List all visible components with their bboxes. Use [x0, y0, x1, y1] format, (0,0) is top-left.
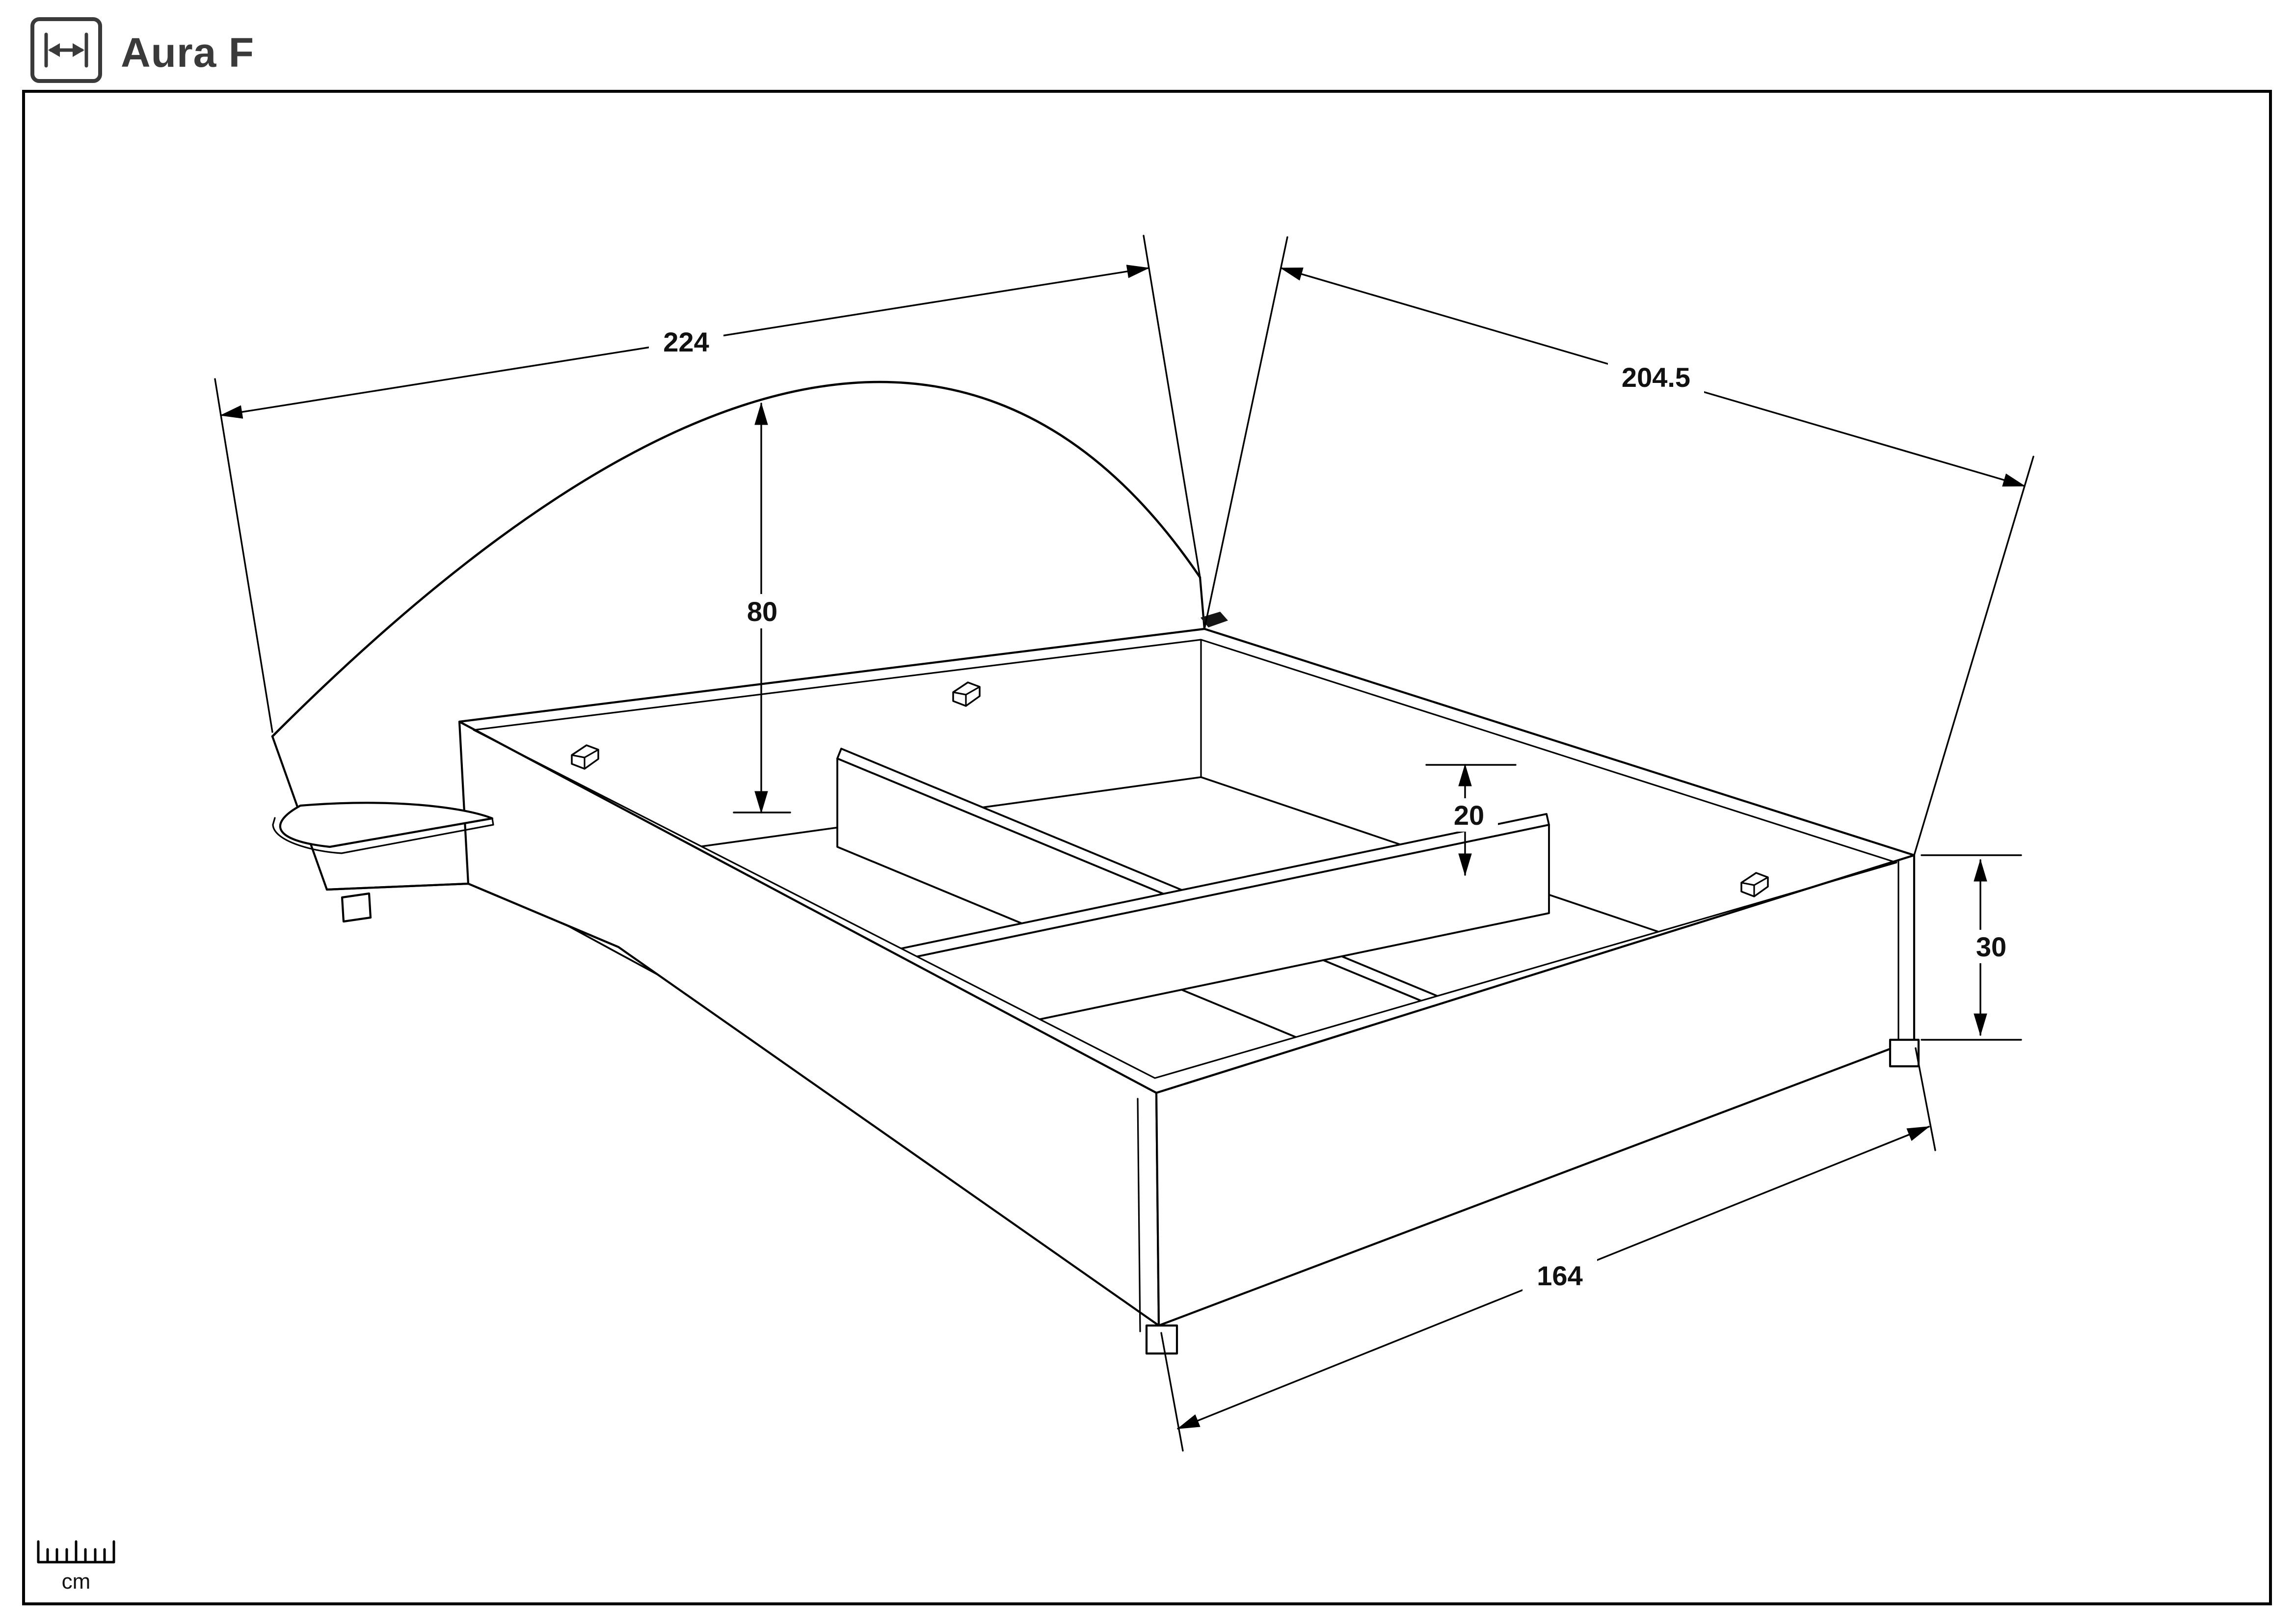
- dimension-annotations: 224 204.5 80 20 30: [214, 235, 2034, 1452]
- dimension-divider-height: 20: [1425, 763, 1517, 876]
- drawing-border: [22, 90, 2272, 1605]
- dim-label-20: 20: [1454, 800, 1484, 831]
- dim-label-204.5: 204.5: [1622, 362, 1690, 393]
- bed-frame-drawing: [271, 380, 1920, 1355]
- side-shelf: [272, 802, 494, 854]
- header: Aura F: [30, 17, 254, 83]
- unit-label: cm: [62, 1570, 91, 1594]
- product-title: Aura F: [121, 29, 254, 76]
- dim-label-30: 30: [1976, 931, 2006, 962]
- dimension-front-width: 164: [1160, 1047, 1936, 1452]
- foot-left: [341, 892, 372, 923]
- foot-right: [1889, 1038, 1920, 1068]
- dim-label-80: 80: [747, 596, 777, 627]
- width-dimension-icon: [30, 17, 102, 83]
- dim-label-164: 164: [1537, 1260, 1582, 1291]
- footer-scale: cm: [37, 1540, 115, 1594]
- dimension-headboard-width: 224: [214, 235, 1201, 733]
- scale-ruler-icon: [37, 1540, 115, 1564]
- dimension-headboard-height: 80: [733, 402, 791, 814]
- feet: [341, 892, 1920, 1355]
- dimension-base-height: 30: [1921, 854, 2022, 1041]
- headboard-base-plate: [325, 882, 620, 948]
- dimension-overall-depth: 204.5: [1203, 236, 2034, 856]
- dim-label-224: 224: [663, 326, 709, 357]
